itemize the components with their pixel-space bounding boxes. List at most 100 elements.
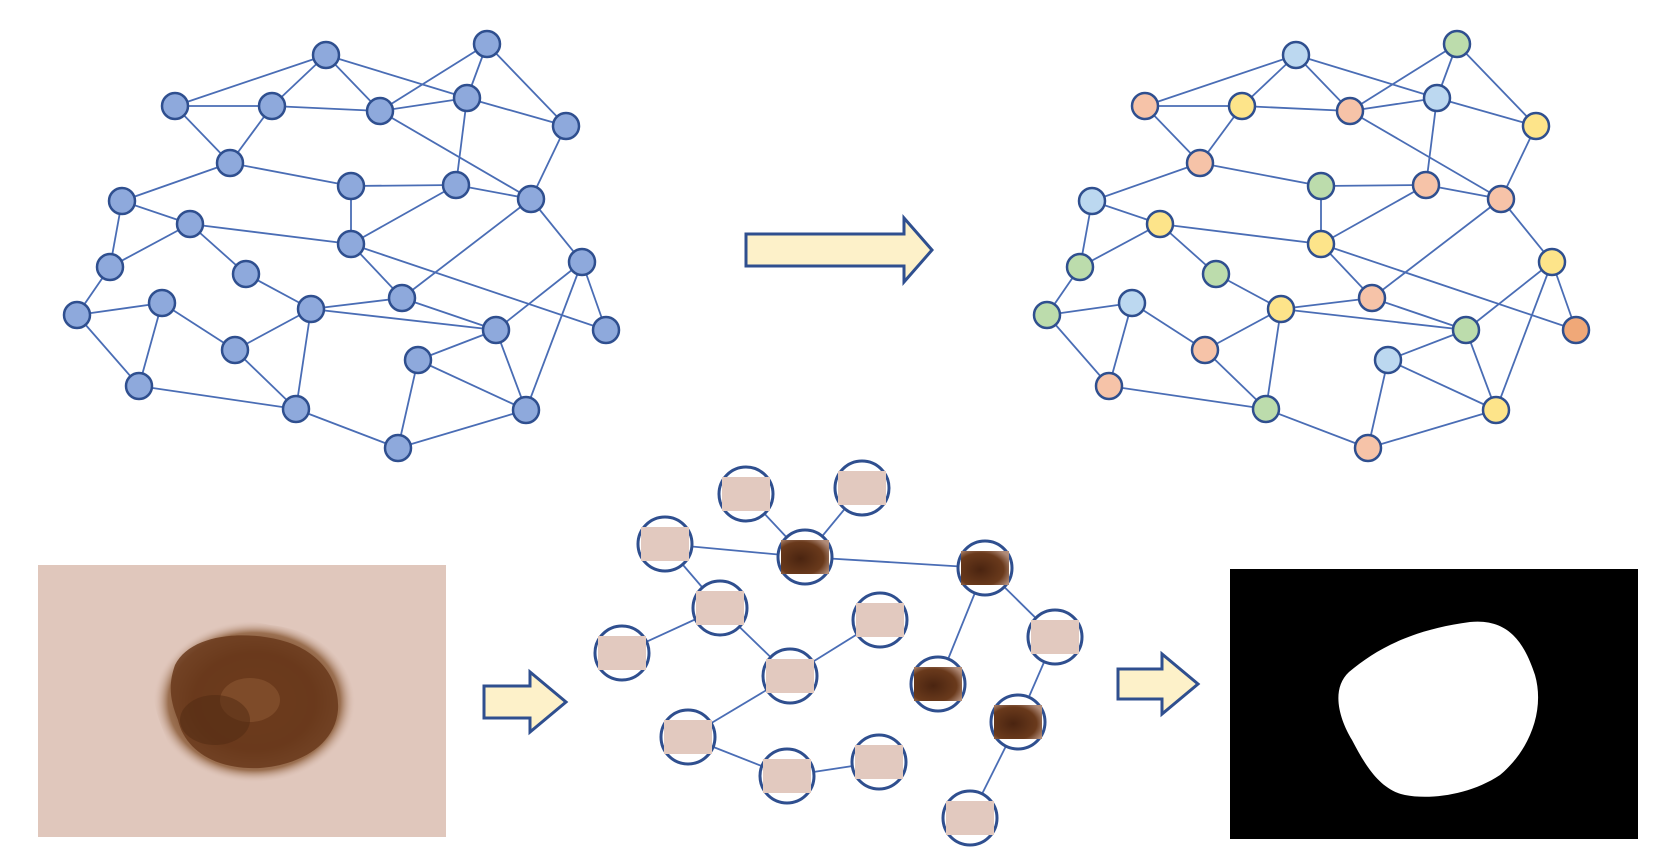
patch-node [758, 747, 816, 805]
graph-node [62, 300, 92, 330]
image-patch [781, 540, 829, 574]
graph-edge [189, 223, 352, 245]
graph-edge [1387, 359, 1497, 411]
graph-edge [1144, 54, 1297, 107]
graph-edge [525, 261, 583, 411]
graph-edge [455, 97, 468, 186]
graph-edge [350, 184, 457, 245]
image-patch [664, 720, 712, 754]
graph-edge [295, 308, 312, 410]
graph-node [1032, 300, 1062, 330]
graph-edge [1295, 54, 1438, 99]
graph-edge [1349, 43, 1458, 112]
graph-edge [1367, 409, 1497, 449]
graph-edge [310, 308, 497, 331]
graph-node [336, 171, 366, 201]
graph-edge [325, 54, 468, 99]
graph-node [1537, 247, 1567, 277]
top-arrow [744, 214, 934, 286]
image-patch [946, 801, 994, 835]
input-graph [62, 29, 621, 463]
graph-edge [1079, 223, 1161, 268]
graph-edge [1108, 302, 1133, 387]
graph-node [1521, 111, 1551, 141]
graph-node [1373, 345, 1403, 375]
image-patch-graph [593, 459, 1084, 847]
graph-node [1117, 288, 1147, 318]
patch-node [636, 515, 694, 573]
graph-node [124, 371, 154, 401]
graph-edge [1436, 97, 1537, 127]
graph-edge [379, 43, 488, 112]
graph-edge [1204, 308, 1282, 351]
image-patch [696, 591, 744, 625]
graph-node [160, 91, 190, 121]
graph-edge [1320, 184, 1427, 245]
graph-edge [161, 302, 236, 351]
graph-edge [174, 54, 327, 107]
image-patch [855, 745, 903, 779]
image-patch [766, 659, 814, 693]
node-classification-graph [1032, 29, 1591, 463]
graph-edge [1091, 162, 1201, 202]
graph-node [1442, 29, 1472, 59]
graph-edge [1371, 198, 1502, 299]
image-patch [1031, 620, 1079, 654]
graph-node [387, 283, 417, 313]
graph-node [281, 394, 311, 424]
graph-edge [109, 223, 191, 268]
graph-node [215, 148, 245, 178]
graph-edge [397, 359, 419, 449]
graph-edge [417, 359, 527, 411]
graph-edge [1131, 302, 1206, 351]
graph-edge [1367, 359, 1389, 449]
graph-node [1190, 335, 1220, 365]
graph-edge [350, 184, 457, 187]
graph-edge [310, 297, 403, 310]
image-patch [763, 759, 811, 793]
graph-edge [1241, 105, 1351, 112]
patch-node [1026, 608, 1084, 666]
graph-edge [397, 409, 527, 449]
graph-edge [1046, 314, 1110, 387]
patch-node [833, 459, 891, 517]
graph-edge [1371, 297, 1467, 331]
graph-node [1561, 315, 1591, 345]
graph-node [403, 345, 433, 375]
graph-node [1266, 294, 1296, 324]
graph-node [441, 170, 471, 200]
graph-node [95, 252, 125, 282]
graph-edge [1280, 308, 1467, 331]
graph-node [365, 96, 395, 126]
patch-node [776, 528, 834, 586]
graph-node [1306, 171, 1336, 201]
graph-node [1353, 433, 1383, 463]
graph-node [175, 209, 205, 239]
patch-node [761, 647, 819, 705]
image-patch [641, 527, 689, 561]
graph-node [1077, 186, 1107, 216]
graph-edge [1349, 110, 1502, 200]
image-patch [856, 603, 904, 637]
graph-node [1227, 91, 1257, 121]
graph-edge [379, 110, 532, 200]
graph-node [481, 315, 511, 345]
graph-node [147, 288, 177, 318]
patch-node [909, 655, 967, 713]
patch-node [659, 708, 717, 766]
graph-edge [1265, 308, 1282, 410]
graph-edge [76, 314, 140, 387]
graph-edge [1199, 162, 1322, 187]
patch-node [941, 789, 999, 847]
graph-edge [1108, 385, 1267, 410]
graph-edge [401, 297, 497, 331]
graph-edge [138, 302, 163, 387]
graph-edge [229, 162, 352, 187]
graph-node [1201, 259, 1231, 289]
graph-edge [76, 302, 163, 316]
image-patch [838, 471, 886, 505]
graph-node [1357, 283, 1387, 313]
patch-node [593, 624, 651, 682]
graph-edge [1159, 223, 1322, 245]
